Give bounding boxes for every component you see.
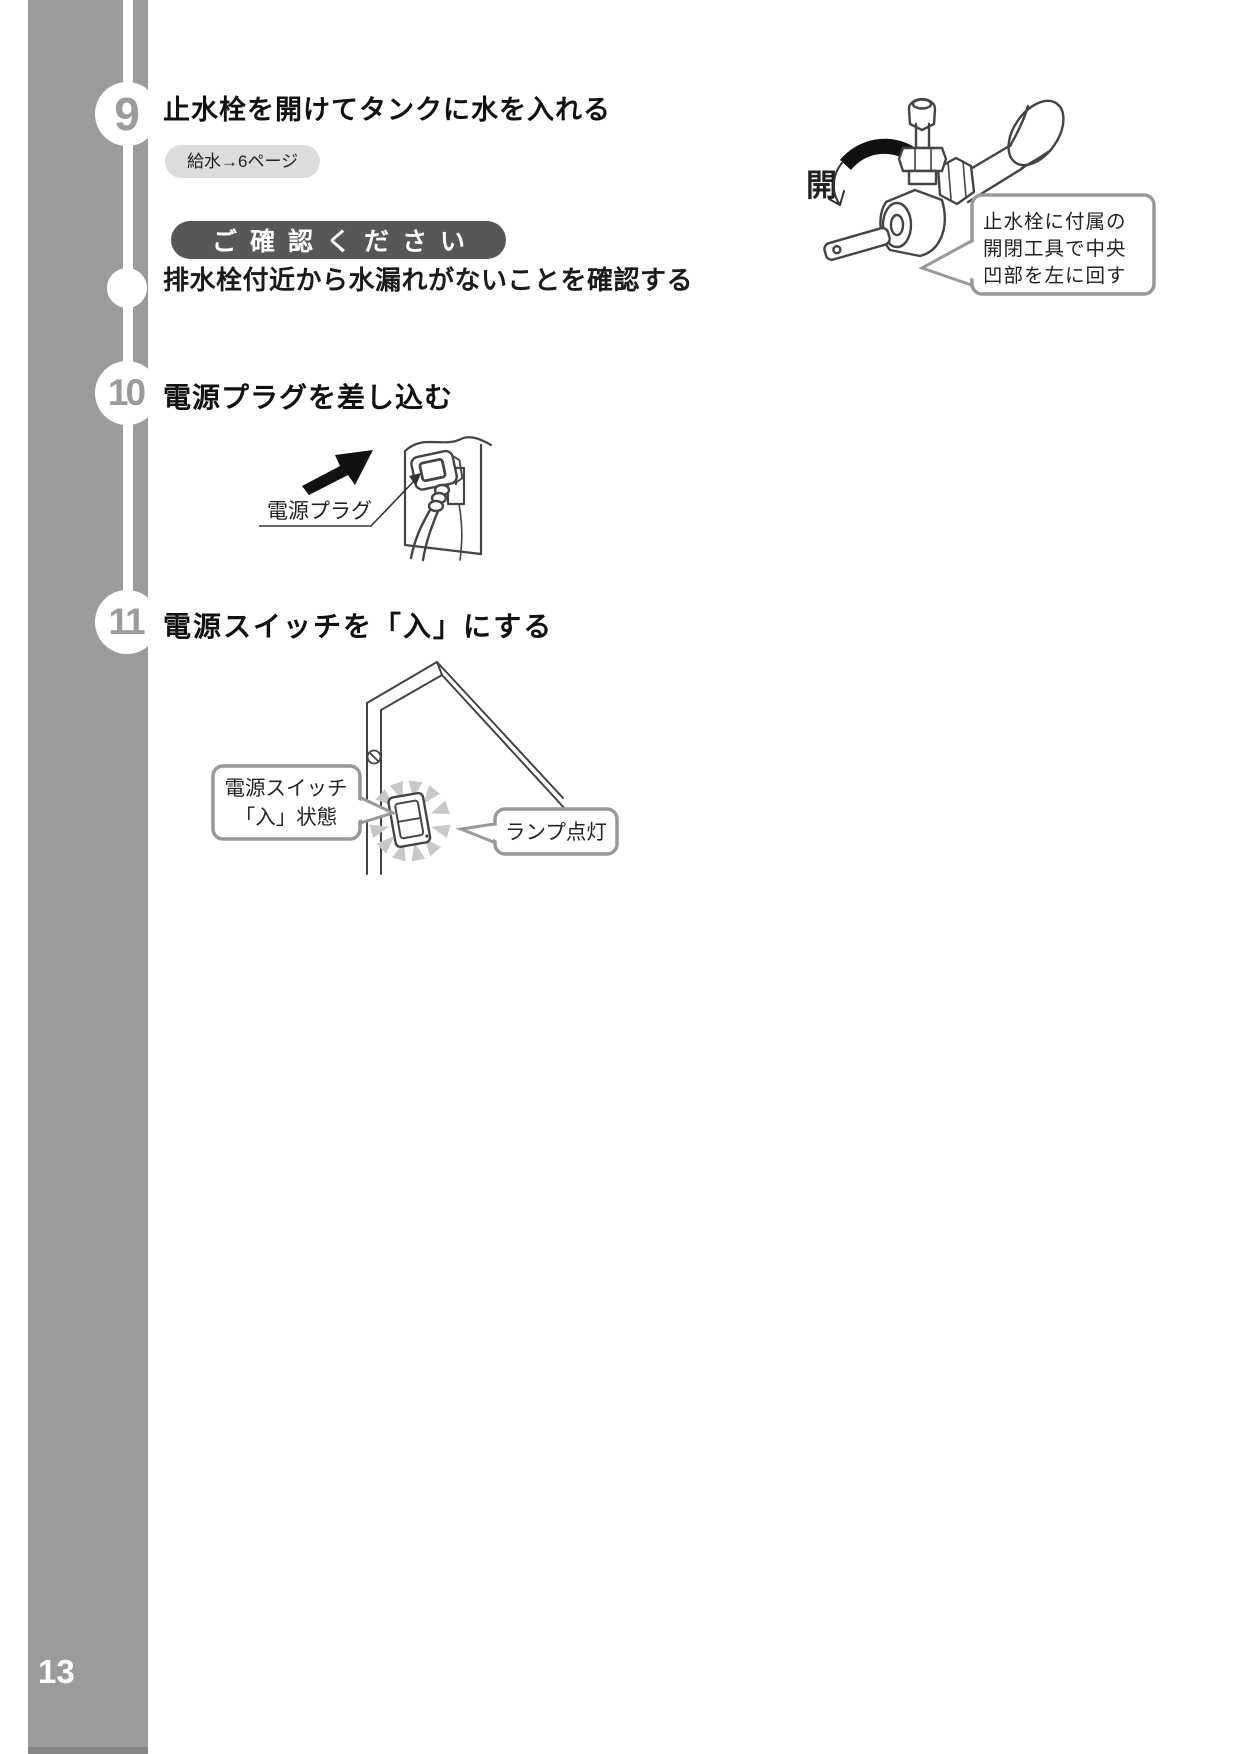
direction-arrow-icon xyxy=(302,450,373,495)
confirm-header-pill: ご確認ください xyxy=(171,221,506,259)
step-11-number: 11 xyxy=(108,601,145,642)
opening-tool-drawing xyxy=(823,226,891,261)
step-11-title: 電源スイッチを「入」にする xyxy=(163,611,554,642)
step-10-title: 電源プラグを差し込む xyxy=(163,382,454,413)
label-leader-line xyxy=(259,473,421,527)
valve-callout-bubble: 止水栓に付属の 開閉工具で中央 凹部を左に回す xyxy=(918,193,1156,296)
callout-line-1: 止水栓に付属の xyxy=(983,211,1127,233)
step-10-marker: 10 xyxy=(95,361,159,425)
panel-screw xyxy=(366,749,382,765)
confirm-bullet xyxy=(107,268,147,308)
step-11-marker: 11 xyxy=(95,590,159,654)
switch-state-label-line1: 電源スイッチ xyxy=(225,777,348,800)
step-9-title: 止水栓を開けてタンクに水を入れる xyxy=(163,95,611,125)
callout-line-3: 凹部を左に回す xyxy=(983,265,1127,287)
step-9-number: 9 xyxy=(114,88,140,140)
open-direction-label: 開 xyxy=(806,168,837,203)
power-switch-drawing xyxy=(387,791,432,848)
power-switch-illustration: 電源スイッチ 「入」状態 ランプ点灯 xyxy=(211,661,619,875)
switch-state-bubble: 電源スイッチ 「入」状態 xyxy=(211,764,398,841)
stop-valve-illustration: 開 xyxy=(806,98,1156,296)
step-9-marker: 9 xyxy=(95,82,159,146)
confirm-note: 排水栓付近から水漏れがないことを確認する xyxy=(163,265,694,295)
power-plug-drawing xyxy=(409,449,464,562)
rotation-arrow-icon xyxy=(828,138,914,206)
lamp-label: ランプ点灯 xyxy=(505,821,607,844)
power-plug-label: 電源プラグ xyxy=(267,500,372,523)
switch-state-label-line2: 「入」状態 xyxy=(235,806,338,829)
step-10-number: 10 xyxy=(107,372,146,413)
page-number: 13 xyxy=(38,1653,75,1690)
sidebar-footer-strip xyxy=(28,1747,148,1754)
sidebar-groove xyxy=(123,0,133,622)
lamp-bubble: ランプ点灯 xyxy=(455,807,619,856)
water-supply-page-badge: 給水→6ページ xyxy=(165,145,321,178)
power-plug-illustration: 電源プラグ xyxy=(259,436,493,562)
callout-line-2: 開閉工具で中央 xyxy=(983,238,1127,260)
